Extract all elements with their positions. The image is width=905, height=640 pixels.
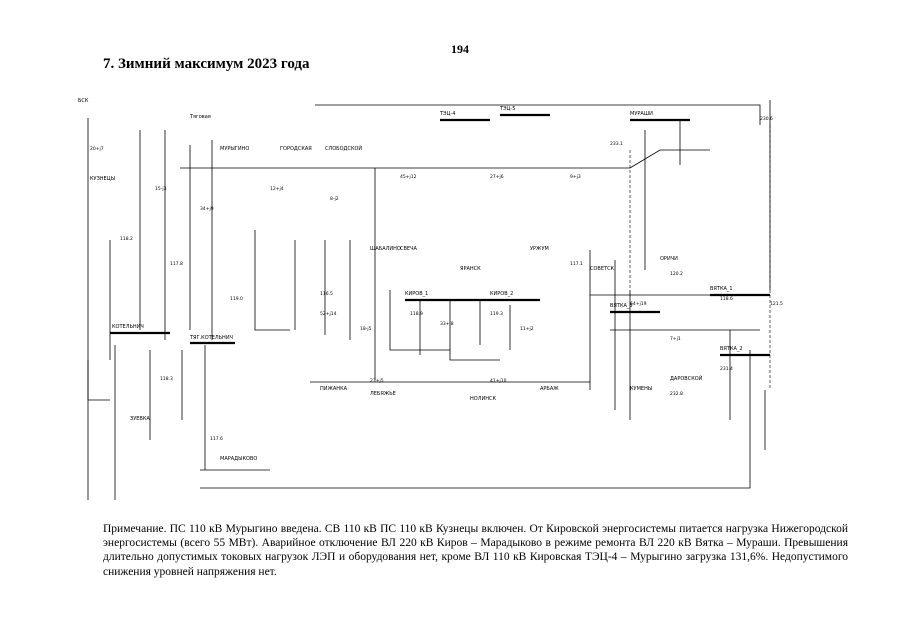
flow-label-9: 18-j5	[360, 326, 372, 332]
flow-label-12: 64+j19	[630, 301, 647, 307]
flow-label-7: 9+j3	[570, 174, 581, 180]
line-top-backbone	[315, 104, 761, 125]
bus-bars	[110, 113, 770, 357]
line-bottom-return	[200, 350, 751, 489]
voltage-label-6: 117.1	[570, 261, 583, 267]
voltage-label-14: 233.1	[610, 141, 623, 147]
node-label-29: ЗУЕВКА	[130, 416, 150, 422]
transmission-lines	[87, 100, 771, 500]
voltage-label-8: 118.6	[720, 296, 733, 302]
node-label-11: ТЭЦ-5	[499, 106, 515, 112]
node-label-5: КИРОВ_2	[490, 291, 513, 297]
page-title: 7. Зимний максимум 2023 года	[103, 56, 310, 72]
voltage-label-11: 231.4	[720, 366, 733, 372]
line-center-1	[254, 230, 290, 331]
flow-label-5: 45+j12	[400, 174, 417, 180]
node-label-22: ДАРОВСКОЙ	[670, 375, 703, 382]
flow-label-2: 34+j9	[200, 206, 214, 212]
line-upper-bus	[180, 149, 710, 169]
node-label-27: КУМЕНЫ	[630, 386, 652, 392]
flow-label-15: 41+j10	[490, 378, 507, 384]
flow-labels: 20+j7 15-j3 34+j9 12+j4 8-j2 45+j12 27+j6 9+j3 5…	[90, 146, 681, 384]
voltage-label-1: 117.8	[170, 261, 183, 267]
flow-label-11: 11+j2	[520, 326, 534, 332]
node-label-28: МАРАДЫКОВО	[220, 456, 257, 462]
node-label-2: КОТЕЛЬНИЧ	[112, 324, 144, 330]
note-paragraph: Примечание. ПС 110 кВ Мурыгино введена. …	[103, 523, 848, 578]
voltage-labels: 118.2 117.8 119.0 116.5 118.9 119.3 117.1 120.2…	[120, 116, 783, 442]
node-label-24: ЛЕБЯЖЬЕ	[370, 391, 396, 397]
voltage-label-3: 116.5	[320, 291, 333, 297]
line-left-1	[87, 118, 110, 401]
flow-label-14: 23+j5	[370, 378, 384, 384]
node-label-14: ГОРОДСКАЯ	[280, 146, 312, 152]
node-label-21: ОРИЧИ	[660, 256, 678, 262]
node-label-0: БСК	[78, 98, 89, 104]
line-center-8	[449, 300, 500, 361]
node-label-19: УРЖУМ	[530, 246, 549, 252]
node-label-26: АРБАЖ	[540, 386, 559, 392]
flow-label-8: 52+j14	[320, 311, 337, 317]
voltage-label-2: 119.0	[230, 296, 243, 302]
voltage-label-5: 119.3	[490, 311, 503, 317]
voltage-label-12: 118.3	[160, 376, 173, 382]
node-label-16: ШАБАЛИНО	[370, 246, 401, 252]
voltage-label-4: 118.9	[410, 311, 423, 317]
node-label-3: ТЯГ.КОТЕЛЬНИЧ	[189, 335, 233, 341]
flow-label-10: 33+j8	[440, 321, 454, 327]
line-center-6	[389, 290, 450, 351]
dashed-links	[629, 125, 771, 390]
voltage-label-10: 232.8	[670, 391, 683, 397]
voltage-label-0: 118.2	[120, 236, 133, 242]
node-label-15: СЛОБОДСКОЙ	[325, 145, 362, 152]
flow-label-3: 12+j4	[270, 186, 284, 192]
node-label-6: ВЯТКА_1	[710, 286, 733, 292]
voltage-label-15: 230.6	[760, 116, 773, 122]
node-label-18: ЯРАНСК	[460, 266, 481, 272]
node-label-1: Тяговая	[189, 114, 211, 120]
flow-label-13: 7+j1	[670, 336, 681, 342]
node-label-12: КУЗНЕЦЫ	[90, 176, 115, 182]
node-label-4: КИРОВ_1	[405, 291, 428, 297]
node-label-20: СОВЕТСК	[590, 266, 615, 272]
flow-label-0: 20+j7	[90, 146, 104, 152]
page-number: 194	[451, 42, 469, 56]
flow-label-6: 27+j6	[490, 174, 504, 180]
flow-label-4: 8-j2	[330, 196, 339, 202]
voltage-label-9: 121.5	[770, 301, 783, 307]
flow-label-1: 15-j3	[155, 186, 167, 192]
node-label-25: НОЛИНСК	[470, 396, 496, 402]
node-label-17: СВЕЧА	[400, 246, 418, 252]
node-label-9: МУРАШИ	[630, 111, 653, 117]
node-label-13: МУРЫГИНО	[220, 146, 249, 152]
voltage-label-13: 117.6	[210, 436, 223, 442]
node-label-8: ВЯТКА_3	[610, 303, 633, 309]
node-label-23: ПИЖАНКА	[320, 386, 348, 392]
voltage-label-7: 120.2	[670, 271, 683, 277]
node-label-7: ВЯТКА_2	[720, 346, 743, 352]
node-label-10: ТЭЦ-4	[439, 111, 455, 117]
